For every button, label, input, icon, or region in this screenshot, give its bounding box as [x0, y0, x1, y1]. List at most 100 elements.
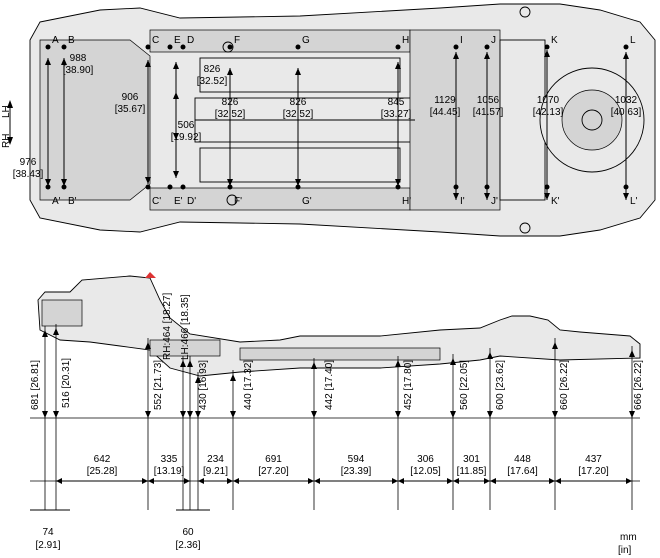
measure-point: [145, 44, 151, 50]
spacing-arrow-head-right: [626, 478, 632, 484]
spacing-arrow-head-right: [142, 478, 148, 484]
measure-point: [61, 44, 67, 50]
plan-dim-arrow-head-bottom: [395, 179, 401, 186]
front-marker: [145, 272, 156, 278]
plan-dim-in: [38.90]: [63, 65, 94, 76]
height-arrow-head: [629, 350, 635, 357]
plan-dim-in: [33.27]: [381, 109, 412, 120]
height-label: 552 [21.73]: [153, 360, 164, 410]
height-arrow-head: [195, 376, 201, 383]
spacing-arrow-head-right: [484, 478, 490, 484]
floor-hole: [222, 41, 234, 53]
height-arrow-head: [180, 360, 186, 367]
spacing-in: [25.28]: [87, 466, 118, 477]
plan-dim-mm: 1032: [615, 95, 638, 106]
point-label-bottom: E': [174, 196, 183, 207]
measure-point: [453, 44, 459, 50]
height-arrow-head: [53, 411, 59, 418]
height-arrow-head: [395, 411, 401, 418]
plan-dim-mm: 1070: [537, 95, 560, 106]
point-label-bottom: I': [460, 196, 465, 207]
plan-dim-mm: 906: [122, 92, 139, 103]
mid-floor-side: [239, 347, 441, 361]
spacing-mm: 301: [463, 454, 480, 465]
point-label-bottom: H': [402, 196, 411, 207]
plan-dim-arrow-head-bottom: [173, 171, 179, 178]
spacing-arrow-head-left: [490, 478, 496, 484]
measure-point: [484, 44, 490, 50]
plan-dim-arrow-head-top: [484, 52, 490, 59]
measure-point: [167, 184, 173, 190]
height-arrow-head: [552, 342, 558, 349]
spacing-mm: 594: [348, 454, 365, 465]
spacing-mm: 437: [585, 454, 602, 465]
plan-dim-arrow-head-top: [173, 62, 179, 69]
height-arrow-head: [187, 411, 193, 418]
measure-point: [145, 184, 151, 190]
front-subframe: [39, 39, 151, 201]
point-label-top: D: [187, 35, 194, 46]
spare-tire-well-inner: [561, 89, 623, 151]
floor-hole: [519, 6, 531, 18]
offset-in: [2.36]: [175, 540, 200, 551]
plan-dim-arrow-head-bottom: [45, 179, 51, 186]
point-label-top: H: [402, 35, 409, 46]
plan-dim-in: [41.57]: [473, 107, 504, 118]
plan-dim-in: [32.52]: [283, 109, 314, 120]
height-label: 560 [22.05]: [459, 360, 470, 410]
measure-point: [180, 184, 186, 190]
plan-dim-mm: 826: [204, 64, 221, 75]
rear-floor-section: [409, 29, 501, 211]
height-label: LH:466 [18.35]: [180, 294, 191, 360]
spacing-arrow-head-left: [198, 478, 204, 484]
spacing-arrow-head-left: [314, 478, 320, 484]
plan-dim-arrow-head-bottom: [623, 193, 629, 200]
height-arrow-head: [450, 411, 456, 418]
spacing-in: [27.20]: [258, 466, 289, 477]
height-label: 660 [26.22]: [559, 360, 570, 410]
measure-point: [544, 44, 550, 50]
plan-dim-arrow-head-bottom: [484, 193, 490, 200]
height-arrow-head: [145, 342, 151, 349]
height-arrow-head: [311, 411, 317, 418]
measure-point: [395, 44, 401, 50]
plan-dim-mm: 845: [388, 97, 405, 108]
plan-dim-in: [19.92]: [171, 132, 202, 143]
spacing-in: [11.85]: [457, 466, 487, 477]
spacing-arrow-head-left: [56, 478, 62, 484]
point-label-bottom: A': [52, 196, 61, 207]
side-bottom-labels: 74[2.91]60[2.36]: [30, 509, 210, 551]
plan-dim-in: [38.43]: [13, 169, 44, 180]
point-label-top: F: [234, 35, 240, 46]
point-label-top: I: [460, 35, 463, 46]
plan-dimension-lines: [45, 50, 629, 200]
spacing-mm: 335: [161, 454, 178, 465]
spacing-arrow-head-left: [555, 478, 561, 484]
height-arrow-head: [487, 352, 493, 359]
measure-point: [484, 184, 490, 190]
spacing-in: [23.39]: [341, 466, 372, 477]
height-arrow-head: [187, 360, 193, 367]
spacing-arrow-head-left: [233, 478, 239, 484]
height-label: RH:464 [18.27]: [162, 293, 173, 360]
plan-dim-arrow-head-top: [453, 52, 459, 59]
height-label: 440 [17.32]: [243, 360, 254, 410]
plan-point-labels: AA'BB'CC'DD'EE'FF'GG'HH'II'JJ'KK'LL': [45, 35, 638, 207]
side-spacing-labels: 642[25.28]335[13.19]234[9.21]691[27.20]5…: [56, 454, 632, 484]
rh-label: RH: [1, 134, 12, 148]
spacing-arrow-head-right: [184, 478, 190, 484]
plan-dim-in: [42.13]: [533, 107, 564, 118]
measure-point: [45, 184, 51, 190]
height-arrow-head: [145, 411, 151, 418]
plan-dim-mm: 826: [222, 97, 239, 108]
height-label: 666 [26.22]: [633, 360, 644, 410]
plan-dim-in: [32.52]: [215, 109, 246, 120]
spacing-arrow-head-right: [227, 478, 233, 484]
side-height-labels: 681 [26.81]516 [20.31]552 [21.73]RH:464 …: [30, 293, 644, 410]
offset-mm: 60: [182, 527, 194, 538]
height-label: 430 [16.93]: [198, 360, 209, 410]
plan-dim-in: [44.45]: [430, 107, 461, 118]
underbody-plan-view: [29, 3, 656, 237]
height-label: 681 [26.81]: [30, 360, 41, 410]
plan-dim-arrow-head-bottom: [227, 179, 233, 186]
